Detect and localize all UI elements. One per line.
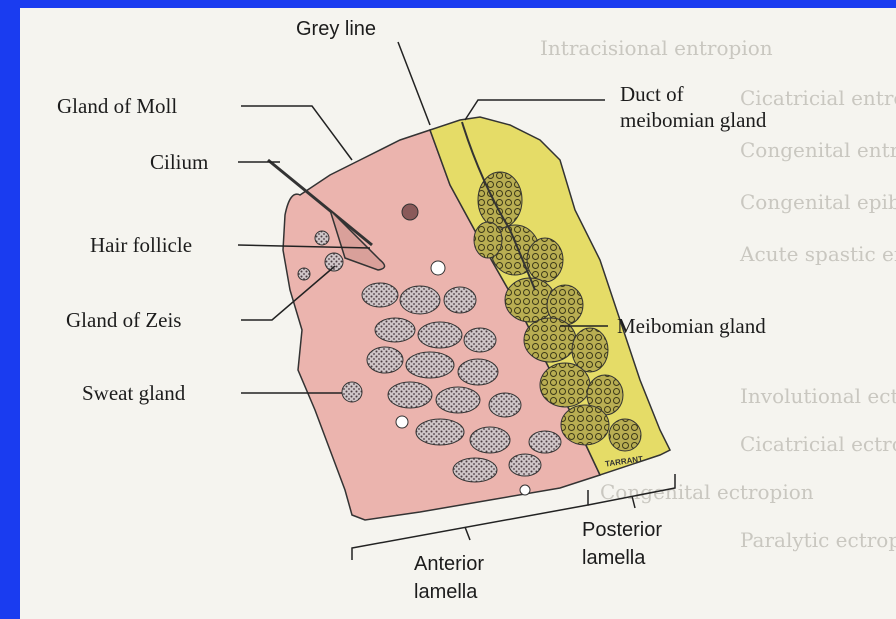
label-hair-follicle: Hair follicle [90,233,192,257]
label-duct-line2: meibomian gland [620,108,766,132]
label-grey-line: Grey line [296,17,376,41]
label-anterior-line2: lamella [414,580,477,604]
label-gland-of-moll: Gland of Moll [57,94,177,118]
sweat-gland-dot [342,382,362,402]
label-posterior-line1: Posterior [582,518,662,542]
label-duct-line1: Duct of [620,82,684,106]
label-gland-of-zeis: Gland of Zeis [66,308,181,332]
label-meibomian-gland: Meibomian gland [617,314,766,338]
label-posterior-line2: lamella [582,546,645,570]
moll-gland-dot [402,204,418,220]
label-anterior-line1: Anterior [414,552,484,576]
zeis-gland-dot [325,253,343,271]
label-sweat-gland: Sweat gland [82,381,185,405]
label-cilium: Cilium [150,150,208,174]
